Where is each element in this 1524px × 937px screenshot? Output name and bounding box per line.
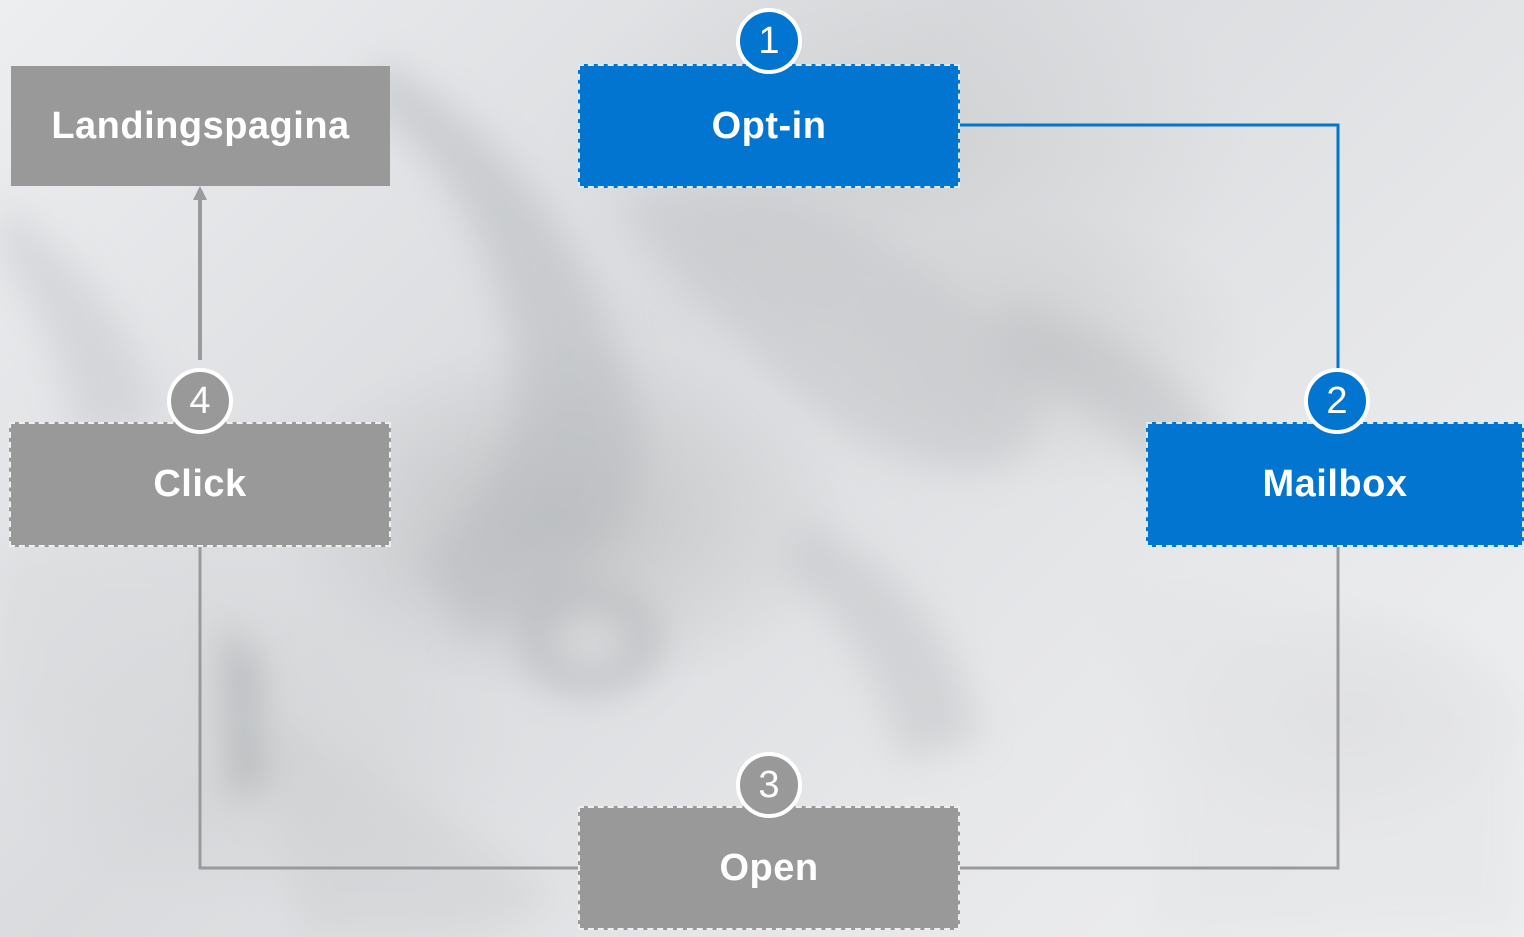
arrowhead-icon [193,186,207,200]
step-3-number: 3 [758,764,780,806]
landing-page-label: Landingspagina [51,104,350,147]
step-mailbox-label: Mailbox [1262,463,1408,505]
step-1-number: 1 [758,20,780,62]
landing-page-box: Landingspagina [11,66,390,186]
step-4-number: 4 [189,380,211,422]
step-optin-label: Opt-in [711,104,827,147]
step-optin-box: Opt-in [578,64,960,188]
step-click-box: Click [9,422,391,547]
step-2-badge: 2 [1304,368,1370,434]
step-1-badge: 1 [736,8,802,74]
step-mailbox-box: Mailbox [1146,422,1524,547]
connector-mailbox-open [960,547,1340,870]
step-open-label: Open [719,846,819,889]
step-open-box: Open [578,806,960,930]
connector-open-click [198,547,578,870]
connector-optin-mailbox [960,123,1340,370]
step-2-number: 2 [1326,380,1348,422]
step-click-label: Click [153,463,247,505]
step-4-badge: 4 [167,368,233,434]
step-3-badge: 3 [736,752,802,818]
